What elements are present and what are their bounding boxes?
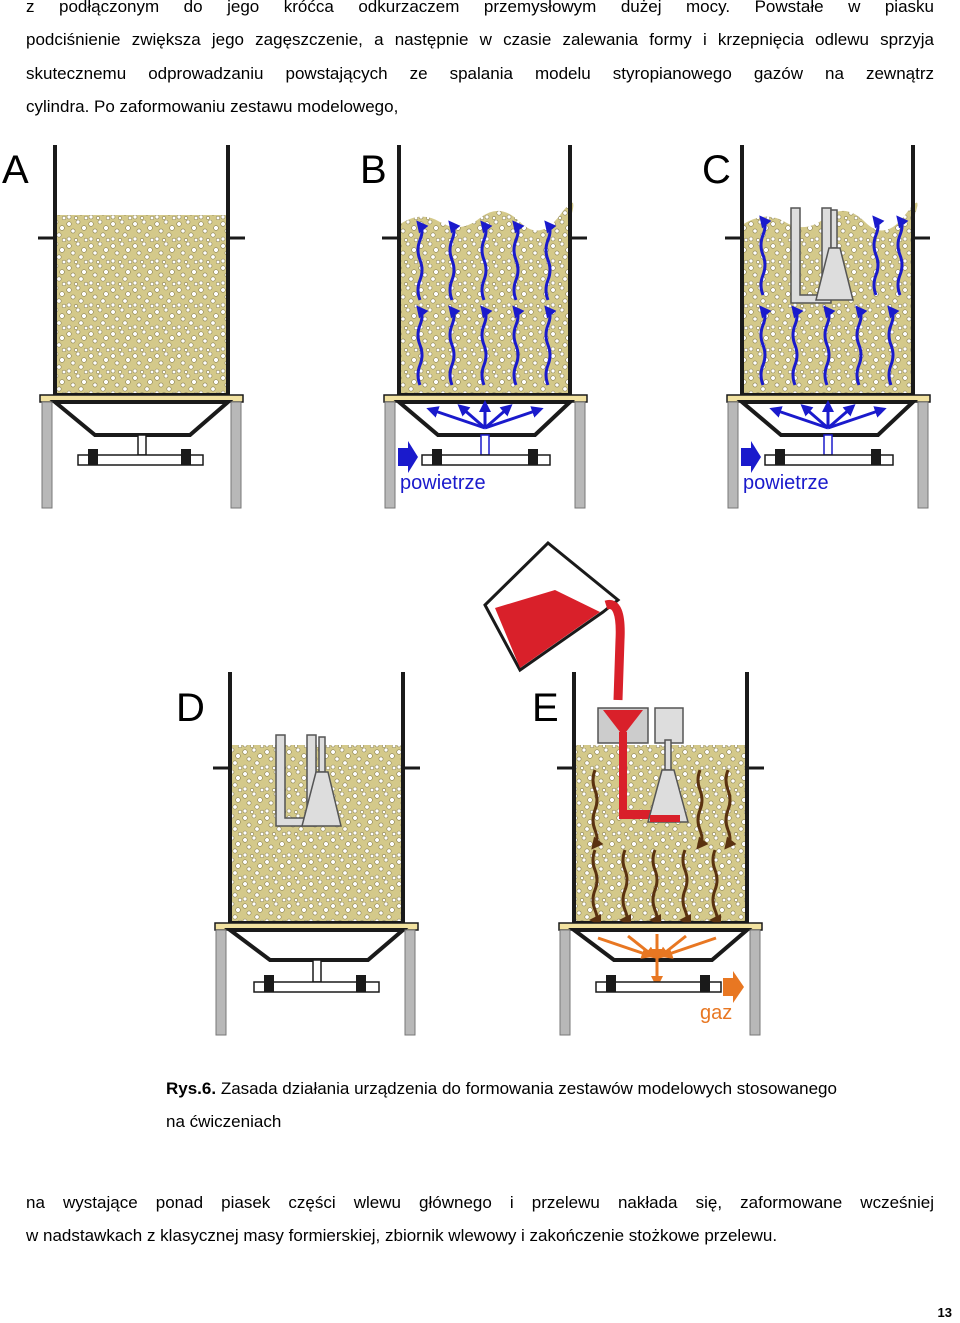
gas-label: gaz [700, 1002, 733, 1024]
panel-label-b: B [360, 148, 387, 192]
text-line: na wystające ponad piasek części wlewu g… [26, 1193, 934, 1212]
panel-a [38, 145, 245, 509]
air-label-c: powietrze [743, 472, 829, 494]
panel-label-a: A [2, 148, 29, 192]
text-line: cylindra. Po zaformowaniu zestawu modelo… [26, 97, 399, 117]
caption-text-line2: na ćwiczeniach [166, 1112, 282, 1132]
figure-caption: Rys.6. Zasada działania urządzenia do fo… [166, 1072, 936, 1139]
panel-d [213, 672, 420, 1036]
panel-b [382, 145, 588, 509]
text-line: w nadstawkach z klasycznej masy formiers… [26, 1226, 778, 1246]
panel-label-d: D [176, 686, 205, 730]
caption-label: Rys.6. [166, 1079, 217, 1098]
panel-c [725, 145, 931, 509]
panel-label-e: E [532, 686, 559, 730]
caption-text: Zasada działania urządzenia do formowani… [220, 1079, 837, 1098]
panel-label-c: C [702, 148, 731, 192]
text-line: skutecznemu odprowadzaniu powstających z… [26, 63, 934, 83]
text-line: podciśnienie zwiększa jego zagęszczenie,… [26, 30, 934, 50]
panel-e [483, 540, 764, 1036]
bottom-paragraph: na wystające ponad piasek części wlewu g… [26, 1186, 934, 1253]
page-number: 13 [937, 1305, 952, 1320]
top-paragraph: z podłączonym do jego króćca odkurzaczem… [26, 0, 934, 124]
text-line: z podłączonym do jego króćca odkurzaczem… [26, 0, 934, 16]
air-label-b: powietrze [400, 472, 486, 494]
